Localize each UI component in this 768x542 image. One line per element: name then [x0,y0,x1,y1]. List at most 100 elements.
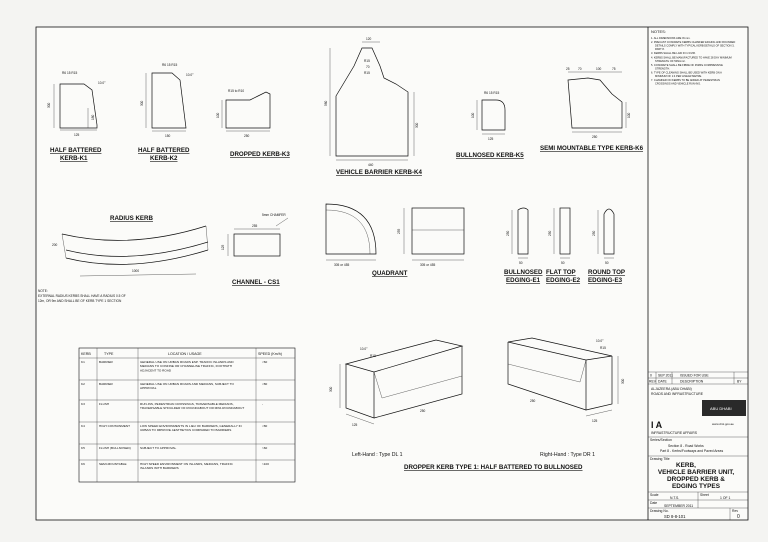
table-cell-kerb: K3 [81,402,85,406]
k4-r2-dim: R15 [364,71,370,75]
table-cell-location: HIGH SPEED ENVIRONMENT ON ISLANDS, MEDIA… [140,462,234,466]
e1-label: BULLNOSED [504,269,543,276]
k1-height-dim: 300 [47,102,51,108]
scale-value: N.T.S. [670,496,679,500]
e2-label: FLAT TOP [546,269,576,276]
e1-width-dim: 50 [519,261,523,265]
k6-width-dim: 250 [592,135,598,139]
table-cell-kerb: K6 [81,462,85,466]
note-item-2: PART 8. [655,47,665,51]
kerb-k4-section: 120 R15 70 R15 580 440 300 VEHICLE BARRI… [324,37,423,176]
e3-label-2: EDGING-E3 [588,277,623,284]
rev-header-by: BY [737,380,742,384]
dr1-radius-dim: R15 [600,346,606,350]
note-item-2: 2. PRECAST CONCRETE KERBS CHAMFER EDGING… [651,40,735,44]
k1-width-dim: 125 [74,133,80,137]
revision-value: 0 [737,514,740,520]
dr1-angle-dim: 10.0° [596,339,604,343]
e2-label-2: EDGING-E2 [546,277,581,284]
dropper-kerb-left-hand: 300 125 10.0° R15 250 Left-Hand : Type D… [329,339,464,458]
table-header-speed: SPEED (Km/h) [258,352,282,356]
drawing-title-line-1: KERB, [676,462,696,469]
kerb-k1-section: R6 15 R15 300 125 180 10.0° HALF BATTERE… [47,71,106,162]
radius-kerb-plan: 200 1000 RADIUS KERB [52,215,209,277]
k6-dim-100: 100 [596,67,602,71]
k6-dim-75: 75 [612,67,616,71]
table-cell-kerb: K4 [81,424,85,428]
k4-label: VEHICLE BARRIER KERB-K4 [336,169,423,176]
k4-height-dim: 580 [324,100,328,106]
edging-e2: 250 50 FLAT TOP EDGING-E2 [546,207,581,284]
drawing-number-label: Drawing No. [650,509,669,513]
table-cell-kerb: K5 [81,446,85,450]
note-item-5: 5. CONCRETE SHALL BE FIBRE OF 45MPa COMP… [651,63,723,67]
quadrant-plan-dim: 305 or 455 [334,263,349,267]
section-line-2: Part 8 - Kerbs/Footways and Paved Areas [660,449,723,453]
radius-note-line-1: EXTERNAL RADIUS KERBS SHALL HAVE A RADIU… [38,294,126,298]
table-cell-location: LOW SPEED ENVIRONMENTS IN LIEU OF BARRIE… [140,424,242,428]
e2-width-dim: 50 [561,261,565,265]
client-line-1: ALJAZEERA (ABU DHABI) [651,387,692,391]
table-cell-location: ISLANDS WITH BARRIERS [140,466,179,470]
table-cell-location: GENERAL USE ON URBAN ROADS ESP. TRAFFIC … [140,360,234,364]
table-cell-location: MEDIANS TO CONFINE OR CHANNELISE TRAFFIC… [140,364,232,368]
table-header-kerb: KERB [81,352,91,356]
rev-row-rev: 0 [650,374,652,378]
scale-label: Scale [650,493,659,497]
table-cell-location: RUN-INS, PEDESTRIAN CROSSINGS, TRAVERSAB… [140,402,234,406]
k3-width-dim: 250 [244,134,250,138]
table-cell-speed: <80 [262,424,268,428]
table-cell-type: BARRIER [99,360,114,364]
drawing-title-line-4: EDGING TYPES [672,483,721,490]
note-item-7: CROSSINGS AND VEHICLE RUN-INS. [655,82,701,86]
table-cell-kerb: K1 [81,360,85,364]
radius-kerb-length-dim: 1000 [132,269,139,273]
k1-label-2: KERB-K1 [60,155,88,162]
table-cell-type: FLUSH [99,402,109,406]
kerb-k3-section: R15 to R10 250 100 DROPPED KERB-K3 [216,89,290,158]
dr1-width-dim: 125 [592,419,598,423]
note-item-7: 7. CHAMFER ON KERBS TO BE ADDED AT PEDES… [651,78,720,82]
notes-title: NOTES: [651,29,666,34]
rev-header-date: DATE [658,380,668,384]
dropper-kerb-right-hand: 300 125 10.0° R15 250 Right-Hand : Type … [507,337,625,458]
dr1-length-dim: 250 [530,399,536,403]
sheet-label: Sheet [700,493,709,497]
notes-panel: NOTES: 1. ALL DIMENSIONS ARE IN mm.2. PR… [651,29,735,86]
k6-label: SEMI MOUNTABLE TYPE KERB-K6 [540,145,644,152]
channel-height-dim: 125 [221,244,225,250]
k4-r1-dim: R15 [364,59,370,63]
channel-width-dim: 255 [252,224,258,228]
k2-label: HALF BATTERED [138,147,190,154]
quadrant-unit: 305 or 455 305 or 455 255 QUADRANT [325,203,465,277]
k3-label: DROPPED KERB-K3 [230,151,290,158]
dropper-kerb-title: DROPPER KERB TYPE 1: HALF BATTERED TO BU… [404,464,583,471]
dl1-angle-dim: 10.0° [360,347,368,351]
table-cell-location: TRAVERSABLE SHOULDER OF ROUNDABOUT OR MI… [140,406,244,410]
table-cell-speed: <60 [262,360,268,364]
sheet-value: 1 OF 1 [720,496,730,500]
table-cell-speed: >60 [262,446,268,450]
note-item-2: DETAILS COMPLY WITH TYPICAL KERB DETAILS… [655,44,735,48]
table-cell-speed: >100 [262,462,269,466]
k1-radius-dim: R6 15 R15 [62,71,77,75]
dl1-height-dim: 300 [329,386,333,392]
table-cell-type: HIGH CONTAINMENT [99,424,130,428]
k5-radius-dim: R6 15 R15 [484,91,499,95]
sheet-border [35,26,749,521]
e2-height-dim: 250 [548,230,552,236]
table-cell-type: FLUSH (BULLNOSED) [99,446,131,450]
date-value: SEPTEMBER 2011 [664,504,693,508]
radius-kerb-height-dim: 200 [52,243,58,247]
table-cell-speed: - [262,402,263,406]
drawing-number: SD 8-8-101 [664,514,686,519]
section-label: Series/Section [650,438,672,442]
title-block: 0 SEP 2011 ISSUED FOR USE REV DATE DESCR… [648,371,748,520]
channel-cs1-section: 5mm CHAMFER 255 125 CHANNEL - CS1 [221,213,289,286]
k5-height-dim: 100 [471,112,475,118]
radius-kerb-note: NOTE: EXTERNAL RADIUS KERBS SHALL HAVE A… [38,289,126,303]
rev-header-rev: REV [649,380,657,384]
kerb-k2-section: R6 15 R15 300 150 10.0° HALF BATTERED KE… [138,63,194,162]
drawing-title-label: Drawing Title [650,457,670,461]
